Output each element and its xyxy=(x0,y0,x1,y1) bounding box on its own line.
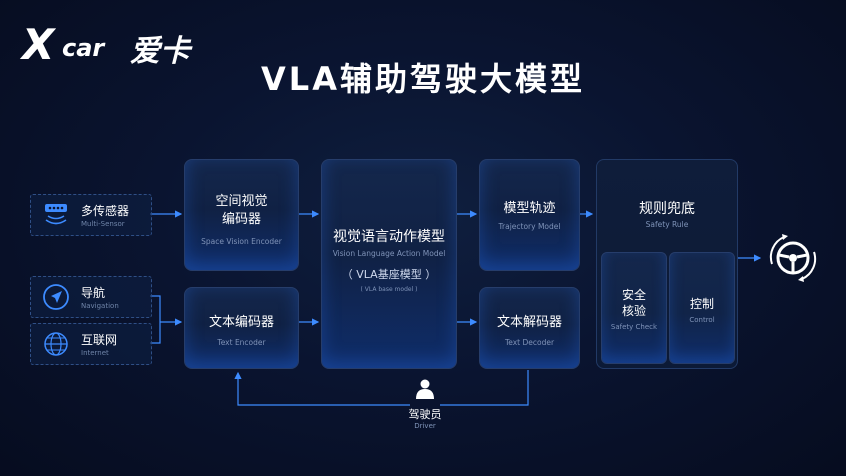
driver-node: 驾驶员 Driver xyxy=(400,378,450,430)
space-encoder-title-1: 空间视觉 xyxy=(215,194,268,209)
input-internet: 互联网 Internet xyxy=(30,323,152,365)
input-navigation: 导航 Navigation xyxy=(30,276,152,318)
internet-sublabel: Internet xyxy=(81,349,109,357)
text-decoder-title: 文本解码器 xyxy=(496,315,562,330)
nav-internet-bracket xyxy=(150,295,161,344)
safety-rule-panel: 规则兜底 Safety Rule 安全 核验 Safety Check 控制 C… xyxy=(596,159,738,369)
driver-to-encoder-arrow xyxy=(234,371,410,406)
space-vision-encoder-box: 空间视觉 编码器 Space Vision Encoder xyxy=(184,159,299,271)
globe-icon xyxy=(44,332,68,356)
logo-car: car xyxy=(62,34,105,62)
vla-base-subtitle: ( VLA base model ) xyxy=(360,286,418,293)
sensor-label: 多传感器 xyxy=(81,204,130,218)
safety-check-box: 安全 核验 Safety Check xyxy=(601,252,667,364)
nav-sublabel: Navigation xyxy=(81,302,119,310)
check-title-2: 核验 xyxy=(621,304,646,318)
radar-sensor-icon xyxy=(45,204,67,225)
page-title: VLA辅助驾驶大模型 xyxy=(261,60,585,98)
trajectory-model-box: 模型轨迹 Trajectory Model xyxy=(479,159,580,271)
vla-title: 视觉语言动作模型 xyxy=(333,229,445,245)
steering-wheel-icon xyxy=(769,234,817,282)
traj-subtitle: Trajectory Model xyxy=(498,222,561,231)
control-title: 控制 xyxy=(689,297,714,311)
space-encoder-title-2: 编码器 xyxy=(221,212,261,227)
text-encoder-subtitle: Text Encoder xyxy=(217,338,266,347)
logo-x: X xyxy=(22,20,54,69)
driver-label: 驾驶员 xyxy=(408,408,442,421)
nav-label: 导航 xyxy=(81,286,106,300)
check-title-1: 安全 xyxy=(621,288,646,302)
check-subtitle: Safety Check xyxy=(610,323,658,331)
textdec-to-driver-line xyxy=(440,370,529,406)
vla-base-title: （ VLA基座模型 ） xyxy=(341,268,437,281)
xcar-logo: X car 爱卡 xyxy=(22,20,192,69)
input-multi-sensor: 多传感器 Multi-Sensor xyxy=(30,194,152,236)
text-decoder-box: 文本解码器 Text Decoder xyxy=(479,287,580,369)
text-encoder-title: 文本编码器 xyxy=(208,315,274,330)
control-box: 控制 Control xyxy=(669,252,735,364)
traj-title: 模型轨迹 xyxy=(503,201,556,216)
text-decoder-subtitle: Text Decoder xyxy=(504,338,555,347)
internet-label: 互联网 xyxy=(81,333,118,347)
driver-sublabel: Driver xyxy=(414,422,436,430)
control-subtitle: Control xyxy=(689,316,715,324)
sensor-sublabel: Multi-Sensor xyxy=(81,220,125,228)
person-icon xyxy=(416,379,434,399)
vla-subtitle: Vision Language Action Model xyxy=(332,249,446,258)
rules-subtitle: Safety Rule xyxy=(645,220,689,229)
vla-model-box: 视觉语言动作模型 Vision Language Action Model （ … xyxy=(321,159,457,369)
logo-cn: 爱卡 xyxy=(130,34,190,69)
navigation-arrow-icon xyxy=(43,284,69,310)
space-encoder-subtitle: Space Vision Encoder xyxy=(201,237,282,246)
text-encoder-box: 文本编码器 Text Encoder xyxy=(184,287,299,369)
rules-title: 规则兜底 xyxy=(639,201,695,217)
